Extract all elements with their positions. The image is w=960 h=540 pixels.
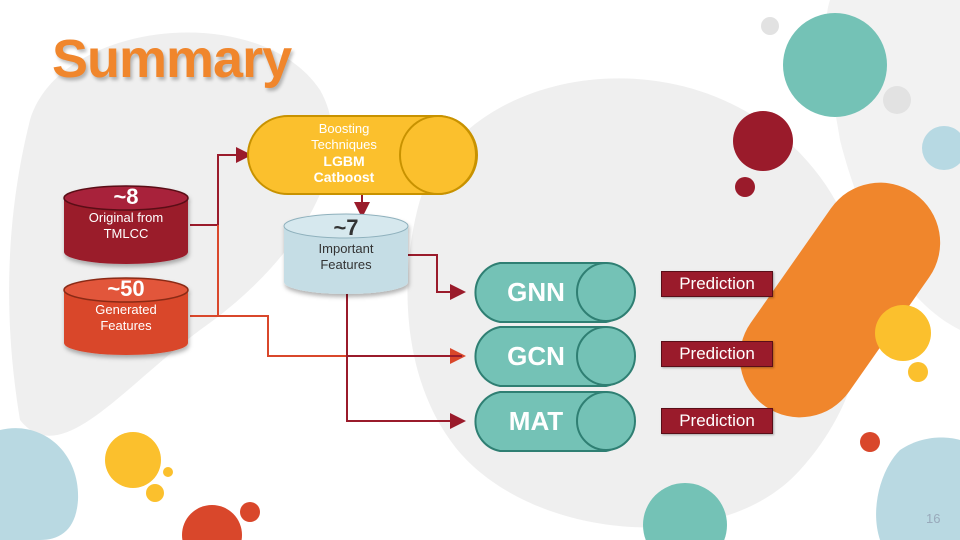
boosting-cylinder — [247, 115, 478, 195]
model-gcn-label: GCN — [507, 341, 565, 371]
original-features-label: ~8 Original from TMLCC — [64, 184, 188, 242]
model-gnn-label: GNN — [507, 277, 565, 307]
bg-blob-bottom-right — [876, 437, 960, 540]
original-line1: Original from — [88, 210, 164, 225]
arrow-important-to-mat — [346, 292, 466, 429]
prediction-box-mat: Prediction — [661, 408, 773, 434]
boosting-method-lgbm: LGBM — [323, 153, 365, 169]
gnn-cylinder — [474, 262, 636, 323]
gcn-cylinder — [474, 326, 636, 387]
generated-line2: Features — [100, 318, 152, 333]
prediction-box-gnn: Prediction — [661, 271, 773, 297]
important-line2: Features — [320, 257, 372, 272]
original-count: ~8 — [113, 184, 139, 209]
model-mat-label: MAT — [508, 406, 564, 436]
page-number: 16 — [926, 511, 941, 526]
gray-dot-top — [883, 86, 911, 114]
arrow-generated-to-gcn — [190, 315, 466, 364]
boosting-method-catboost: Catboost — [313, 169, 375, 185]
original-line2: TMLCC — [103, 226, 149, 241]
important-line1: Important — [318, 241, 374, 256]
red-circle — [733, 111, 793, 171]
yellow-dot-tiny — [163, 467, 173, 477]
generated-features-label: ~50 Generated Features — [64, 276, 188, 334]
yellow-circle-bottom — [105, 432, 161, 488]
cylinder-generated — [63, 277, 189, 355]
yellow-circle-right — [875, 305, 931, 361]
orange-dot-right — [860, 432, 880, 452]
yellow-dot-right — [908, 362, 928, 382]
teal-circle-top — [783, 13, 887, 117]
yellow-dot-bottom — [146, 484, 164, 502]
important-features-label: ~7 Important Features — [284, 215, 408, 273]
boosting-label: Boosting Techniques LGBM Catboost — [280, 121, 408, 185]
connectors — [190, 147, 466, 429]
cylinder-important — [283, 213, 409, 294]
slide-title: Summary — [52, 29, 292, 89]
orange-pill — [739, 182, 941, 418]
arrow-important-to-gnn — [408, 254, 466, 300]
orange-circle-bottom — [182, 505, 242, 540]
teal-circle-bottom — [643, 483, 727, 540]
generated-line1: Generated — [95, 302, 157, 317]
important-count: ~7 — [333, 215, 359, 240]
gray-dot-small — [761, 17, 779, 35]
orange-dot-bottom — [240, 502, 260, 522]
red-dot — [735, 177, 755, 197]
boosting-line1: Boosting — [318, 121, 370, 136]
boosting-line2: Techniques — [311, 137, 377, 152]
cylinder-original — [63, 185, 189, 264]
prediction-box-gcn: Prediction — [661, 341, 773, 367]
mat-cylinder — [474, 391, 636, 452]
bg-blob-bottom-left — [0, 428, 79, 540]
arrow-original-to-boosting — [190, 147, 252, 226]
line-generated-to-boosting — [190, 225, 219, 317]
generated-count: ~50 — [107, 276, 145, 301]
blue-circle-right — [922, 126, 960, 170]
